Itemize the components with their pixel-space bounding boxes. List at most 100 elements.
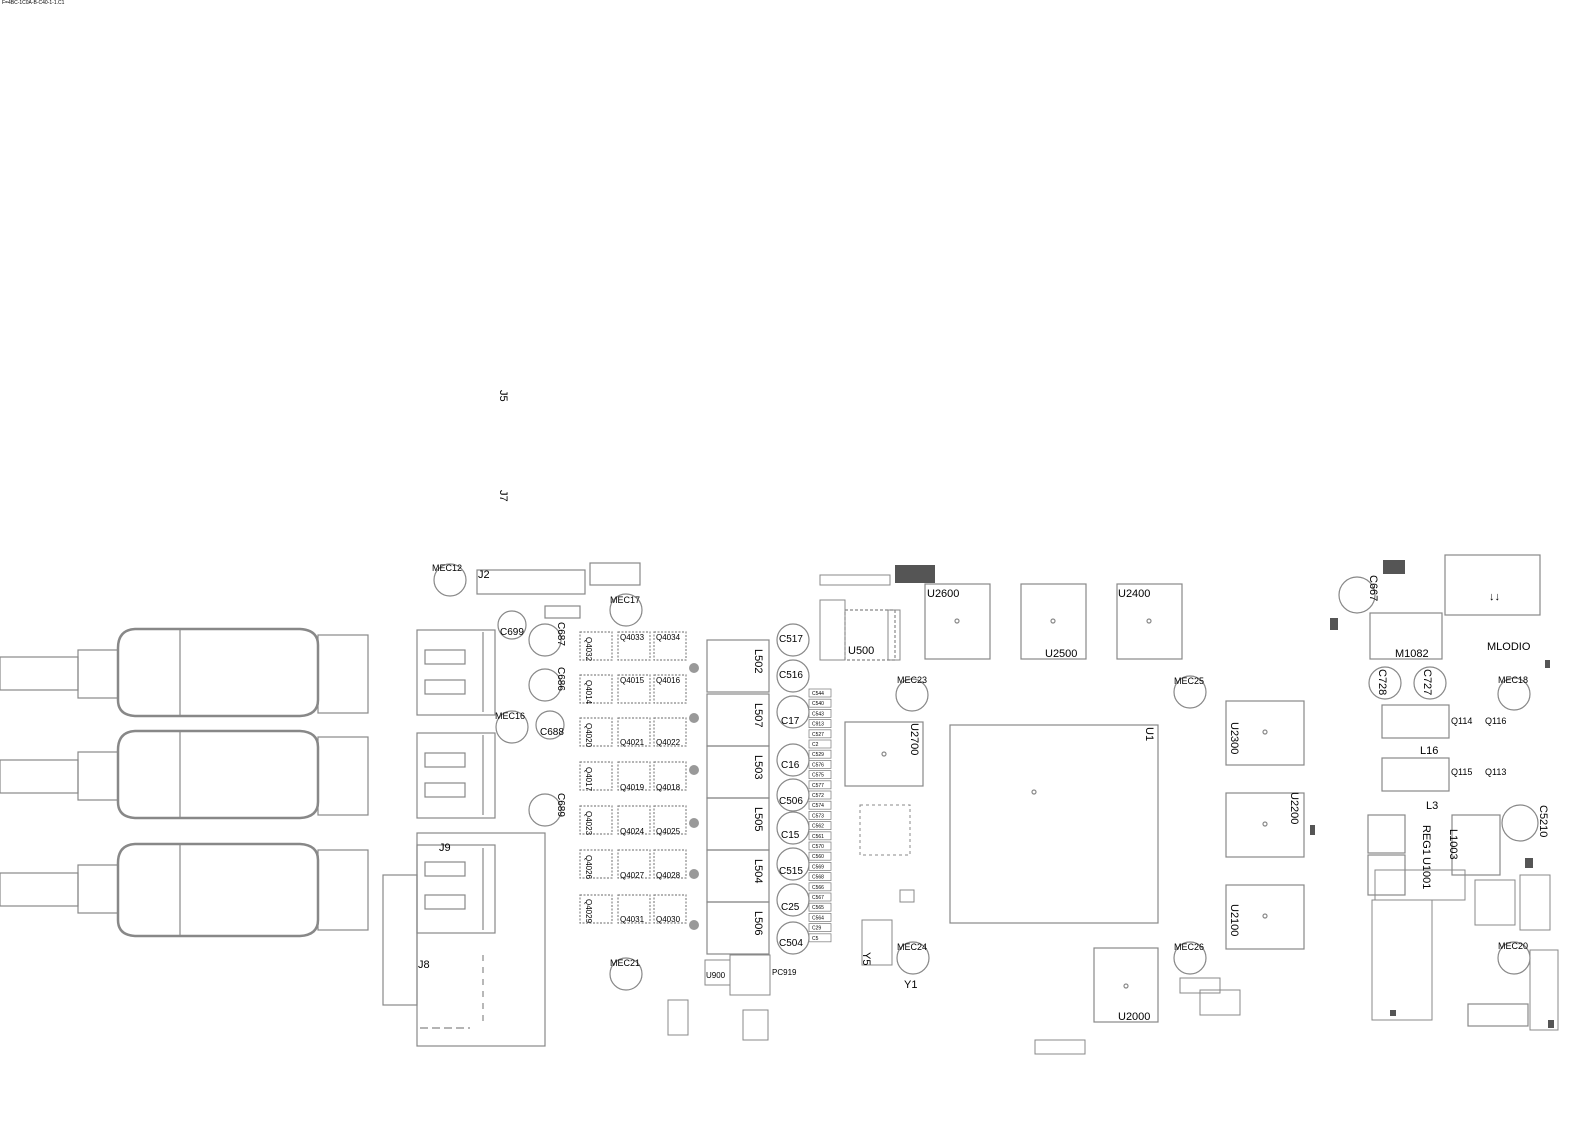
small-label-box [808, 780, 832, 790]
label-mec21: MEC21 [610, 958, 640, 968]
small-label-box [808, 770, 832, 779]
label-c699: C699 [500, 627, 524, 638]
small-label-box [808, 790, 832, 800]
label-q4026: Q4026 [584, 855, 593, 880]
small-label-box [808, 760, 832, 769]
label-l502: L502 [752, 649, 764, 673]
small-label-box [808, 729, 832, 739]
misc-small-parts [667, 574, 1559, 1055]
label-q4020: Q4020 [584, 723, 593, 748]
label-pc919: PC919 [772, 968, 797, 977]
small-label-box [808, 862, 832, 871]
small-label: C567 [812, 895, 824, 901]
small-label-box [808, 933, 832, 943]
label-q4017: Q4017 [584, 767, 593, 792]
label-c689: C689 [555, 793, 566, 817]
label-c17: C17 [781, 716, 800, 727]
usb-port-upper [416, 629, 496, 716]
label-j8: J8 [418, 959, 430, 971]
label-j9: J9 [439, 842, 451, 854]
small-label: C544 [812, 691, 824, 697]
label-l505: L505 [752, 807, 764, 831]
small-label-box [808, 739, 832, 749]
inductor-column [706, 639, 770, 955]
small-label: C913 [812, 722, 824, 728]
label-y1: Y1 [904, 979, 917, 991]
label-c686: C686 [555, 667, 566, 691]
small-label-box [808, 749, 832, 759]
label-u1001: U1001 [1420, 857, 1432, 889]
label-l16: L16 [1420, 745, 1438, 757]
label-c667: C667 [1367, 575, 1379, 601]
cable-connector-2 [0, 729, 369, 820]
mosfet-grid [579, 631, 687, 924]
label-mec16: MEC16 [495, 711, 525, 721]
label-q114: Q114 [1451, 716, 1472, 726]
label-mec26: MEC26 [1174, 942, 1204, 952]
label-q4015: Q4015 [620, 676, 645, 685]
label-q115: Q115 [1451, 767, 1472, 777]
label-mec25: MEC25 [1174, 676, 1204, 686]
small-label: C577 [812, 783, 824, 789]
label-c727: C727 [1421, 669, 1433, 695]
label-y5: Y5 [860, 952, 872, 965]
label-q4023: Q4023 [584, 811, 593, 836]
label-l503: L503 [752, 755, 764, 779]
label-q4031: Q4031 [620, 915, 645, 924]
label-c15: C15 [781, 830, 800, 841]
small-label: C5 [812, 936, 819, 942]
small-label-box [808, 923, 832, 932]
small-label-box [808, 709, 832, 718]
label-q4019: Q4019 [620, 783, 645, 792]
ic-packages [844, 554, 1541, 1027]
label-u500: U500 [848, 645, 874, 657]
label-j2: J2 [478, 569, 490, 581]
label-j5: J5 [497, 390, 509, 402]
label-mlod: MLODIO [1487, 641, 1531, 653]
label-mec17: MEC17 [610, 595, 640, 605]
label-q4034: Q4034 [656, 633, 681, 642]
small-label: C29 [812, 926, 821, 932]
small-label: C576 [812, 762, 824, 768]
small-label: C561 [812, 834, 824, 840]
label-q4029: Q4029 [584, 899, 593, 924]
small-label: C2 [812, 742, 819, 748]
label-l3: L3 [1426, 800, 1438, 812]
label-m1082: M1082 [1395, 648, 1429, 660]
small-label: C574 [812, 803, 824, 809]
label-mec24: MEC24 [897, 942, 927, 952]
small-label: C568 [812, 875, 824, 881]
label-l507: L507 [752, 703, 764, 727]
label-c506: C506 [779, 796, 803, 807]
chip-pads [895, 560, 1554, 1028]
label-j7: J7 [497, 490, 509, 502]
small-label-box [808, 882, 832, 892]
small-label: C570 [812, 844, 824, 850]
label-q4030: Q4030 [656, 915, 681, 924]
label-q4016: Q4016 [656, 676, 681, 685]
small-label: C527 [812, 732, 824, 738]
mounting-dots [689, 663, 699, 930]
small-label-box [808, 698, 832, 708]
label-q4018: Q4018 [656, 783, 681, 792]
label-u2600: U2600 [927, 588, 959, 600]
label-mec18: MEC18 [1498, 675, 1528, 685]
label-q4033: Q4033 [620, 633, 645, 642]
small-label: C572 [812, 793, 824, 799]
small-label: C562 [812, 824, 824, 830]
label-u2400: U2400 [1118, 588, 1150, 600]
label-c16: C16 [781, 760, 800, 771]
small-label-box [808, 800, 832, 810]
small-label: C573 [812, 813, 824, 819]
label-c5210: C5210 [1537, 805, 1549, 837]
label-c25: C25 [781, 902, 800, 913]
label-mec23: MEC23 [897, 675, 927, 685]
cable-connector-1 [0, 627, 369, 718]
label-mec20: MEC20 [1498, 941, 1528, 951]
label-c504: C504 [779, 938, 803, 949]
label-u900: U900 [706, 971, 726, 980]
cable-connector-3 [0, 842, 369, 938]
label-mec12: MEC12 [432, 563, 462, 573]
